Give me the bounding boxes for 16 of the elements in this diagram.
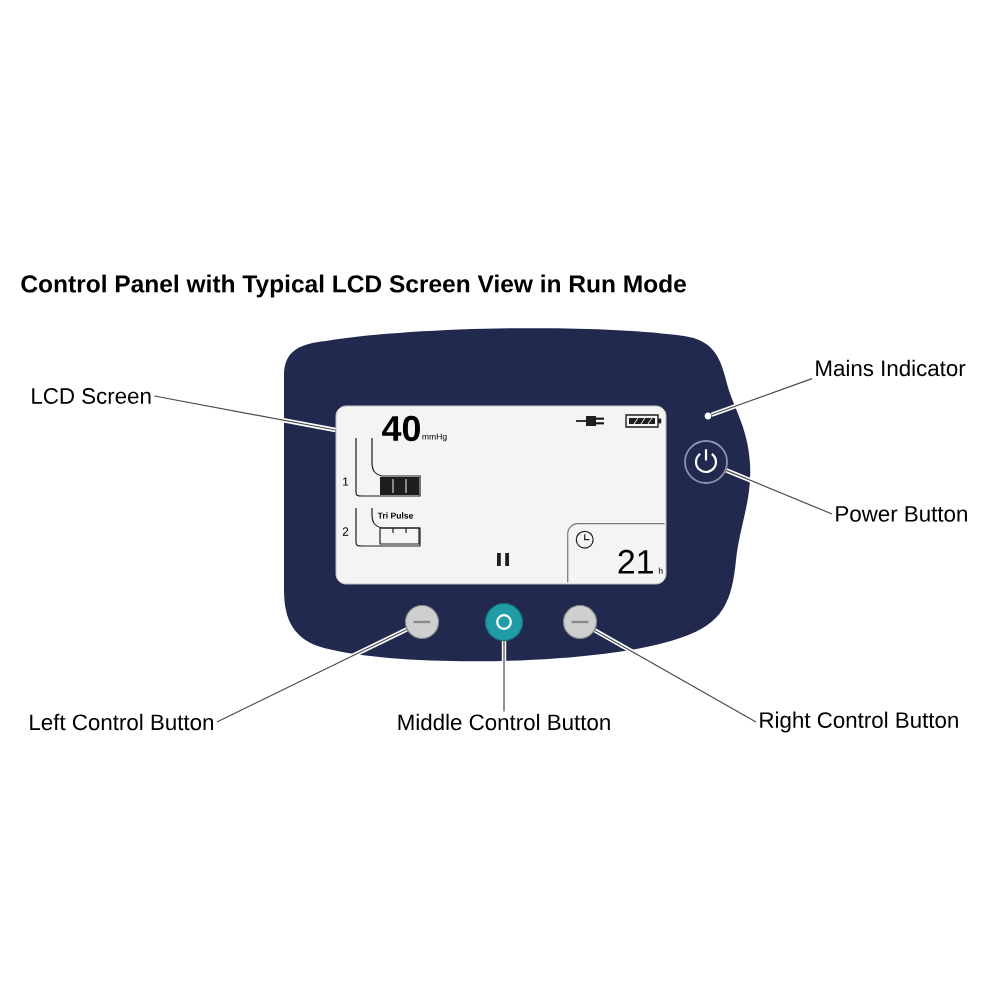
digit-reading: 21	[618, 549, 653, 574]
leader-line	[215, 627, 408, 724]
leader-line	[725, 468, 833, 517]
leader-line	[501, 640, 507, 712]
callout-label: Middle Control Button	[398, 713, 610, 731]
callout-label: Power Button	[836, 506, 967, 522]
leader-line	[593, 628, 758, 724]
indicator-light	[704, 412, 712, 420]
leader-line	[710, 376, 813, 417]
callout-label: Right Control Button	[760, 711, 958, 733]
title: Control Panel with Typical LCD Screen View in Run Mode	[21, 274, 686, 298]
callout-label: LCD Screen	[32, 388, 151, 404]
callout-label: Mains Indicator	[816, 359, 966, 377]
leader-line	[153, 393, 337, 433]
digit-reading: 40	[382, 415, 420, 442]
callout-label: Left Control Button	[30, 713, 213, 731]
